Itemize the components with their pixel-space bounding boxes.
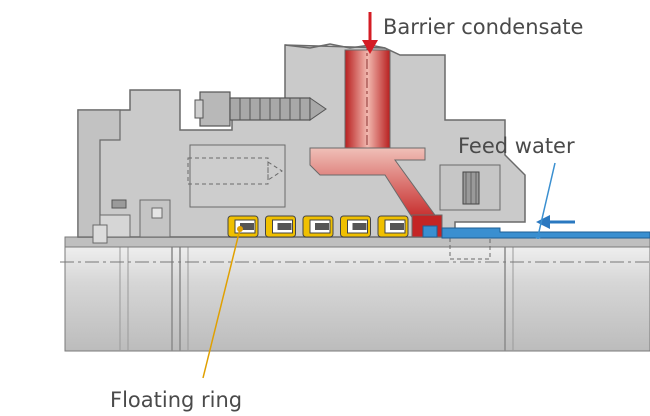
floating-ring-label: Floating ring [110, 388, 242, 412]
hex-bolt [194, 91, 327, 127]
floating-ring [227, 215, 259, 238]
feed-water-channel [422, 225, 650, 239]
floating-ring-leader [202, 226, 243, 379]
floating-ring [302, 215, 334, 238]
floating-ring [377, 215, 409, 238]
barrier-condensate-channel [309, 40, 443, 238]
barrier-condensate-arrow [362, 12, 378, 54]
feed-water-arrow [536, 215, 575, 229]
floating-ring [265, 215, 296, 238]
floating-ring-set [227, 215, 409, 238]
barrier-condensate-label: Barrier condensate [383, 15, 583, 39]
floating-ring [340, 215, 371, 238]
feed-water-leader [535, 162, 556, 239]
shaft [60, 246, 650, 352]
feed-water-label: Feed water [458, 134, 575, 158]
